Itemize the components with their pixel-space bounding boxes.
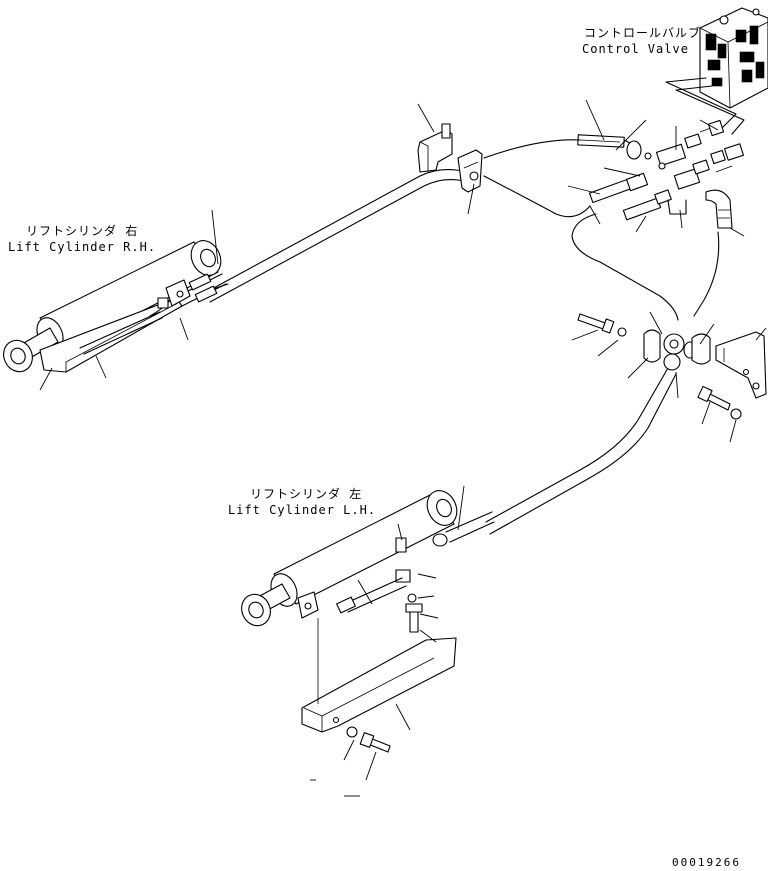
hydraulic-pipes: [173, 139, 720, 535]
mounting-bracket-right: [697, 331, 767, 420]
lift-cylinder-rh-label-en: Lift Cylinder R.H.: [8, 240, 157, 254]
hose-fittings-top: [577, 119, 745, 229]
pipe-clamp-bracket: [417, 123, 483, 193]
control-valve-label-jp: コントロールバルブ: [584, 26, 702, 40]
bolts-lh: [405, 593, 423, 633]
pipe-junction: [577, 313, 711, 371]
control-valve-label-en: Control Valve: [582, 42, 689, 56]
lift-cylinder-lh-label-en: Lift Cylinder L.H.: [228, 503, 377, 517]
control-valve: [699, 7, 768, 109]
lift-cylinder-lh-label-jp: リフトシリンダ 左: [250, 487, 363, 501]
lift-cylinder-rh: [3, 240, 222, 373]
lift-cylinder-lh: [241, 490, 495, 627]
leader-lines: [39, 99, 767, 797]
lift-cylinder-rh-label-jp: リフトシリンダ 右: [26, 224, 139, 238]
drawing-number: 00019266: [672, 856, 741, 869]
guard-plate-lh: [301, 618, 457, 753]
